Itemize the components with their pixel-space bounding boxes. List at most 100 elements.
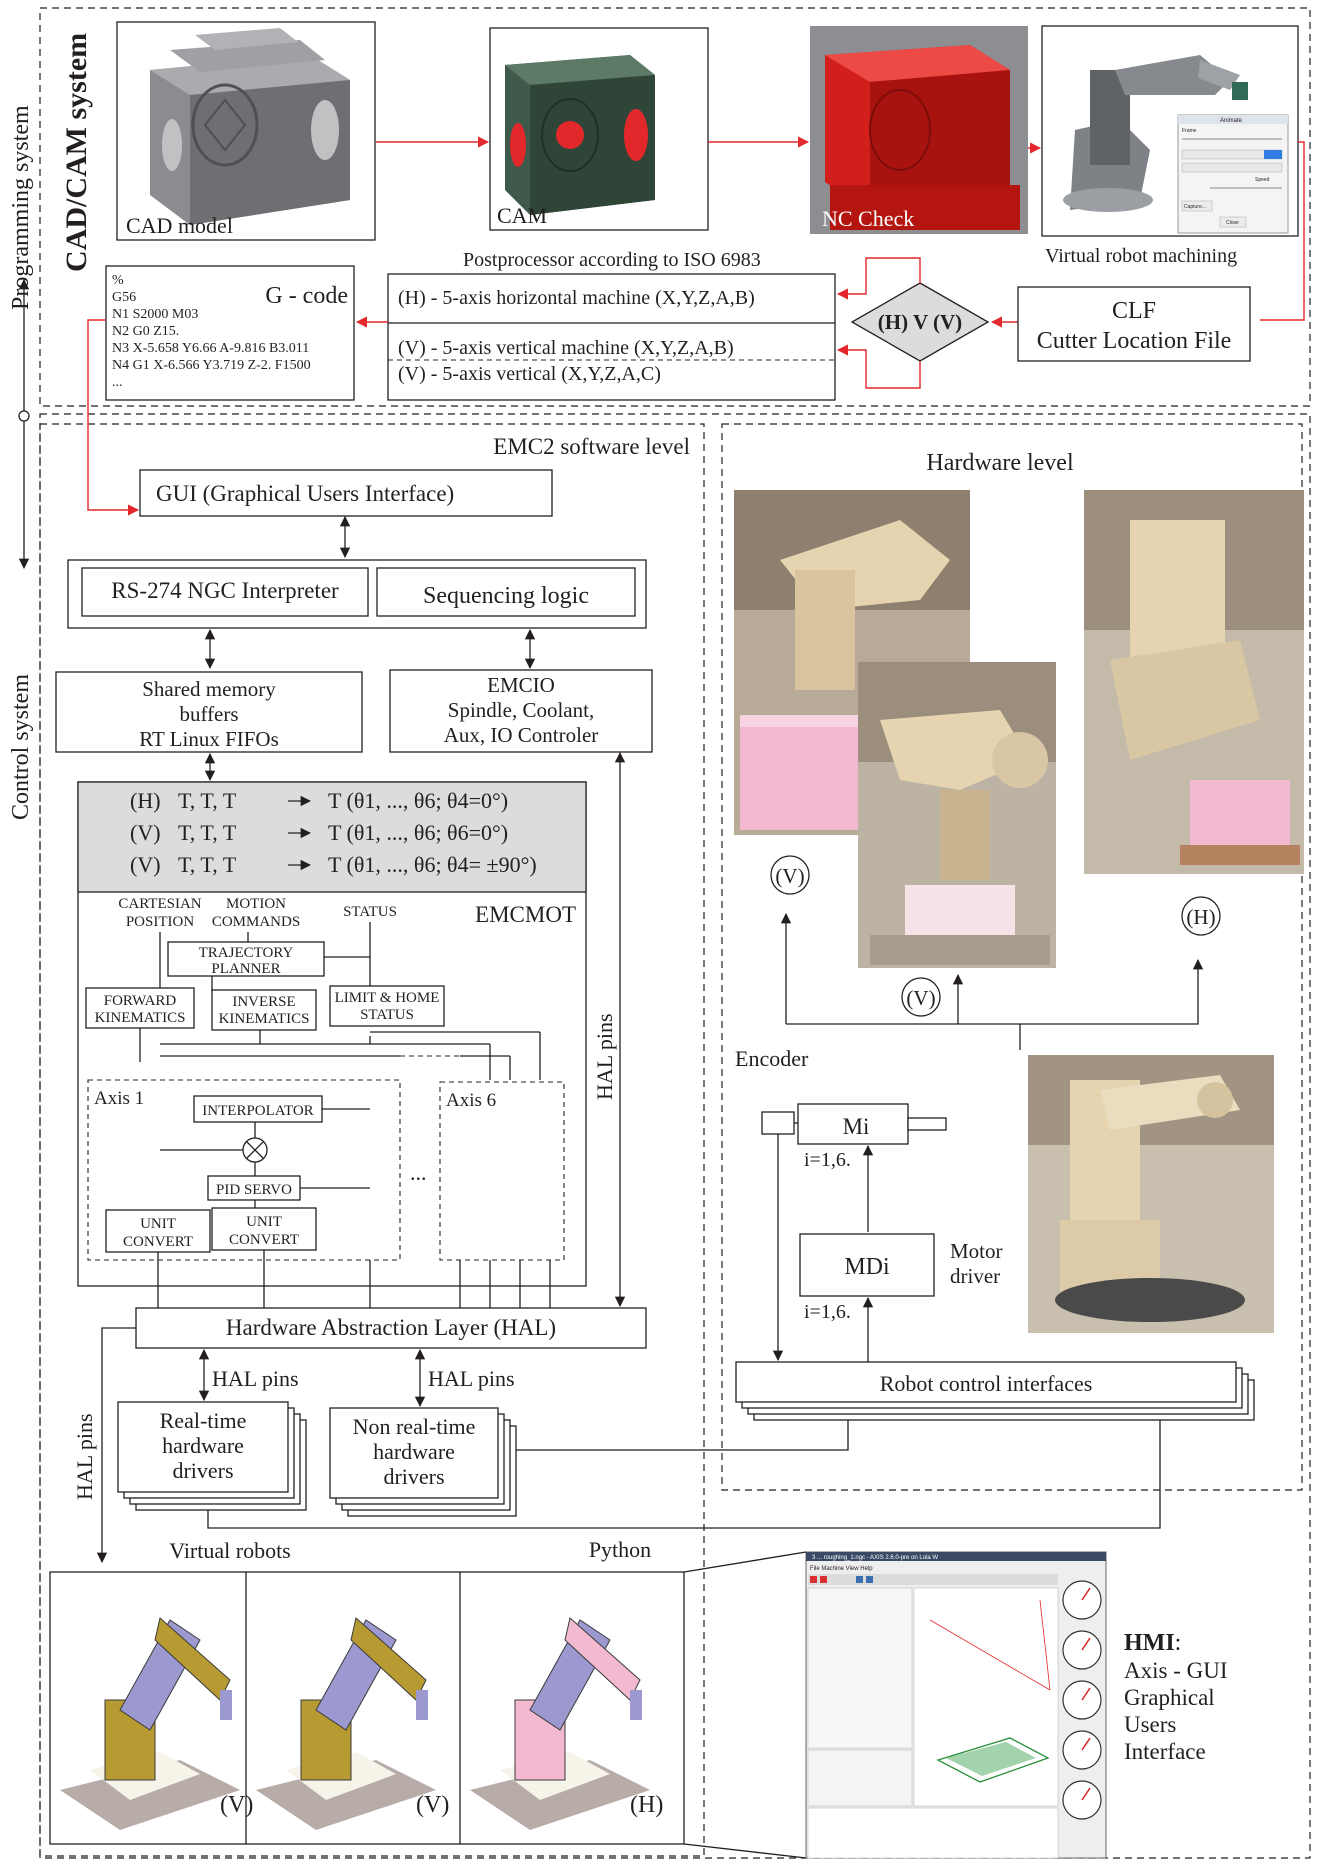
kin-mode: (V) [130, 852, 161, 877]
forward-line-1: FORWARD [104, 993, 177, 1009]
photo-robot-horizontal [1084, 490, 1304, 874]
axis-window-title: 3 ... roughing_1.ngc - AXIS 2.6.0-pre on… [812, 1555, 938, 1561]
motor-driver-line-2: driver [950, 1264, 1000, 1288]
hal-label: Hardware Abstraction Layer (HAL) [226, 1315, 556, 1340]
emcio-line-2: Spindle, Coolant, [448, 698, 594, 722]
nrt-line-2: hardware [373, 1439, 455, 1464]
animate-close-label: Close [1226, 220, 1239, 226]
shm-line-3: RT Linux FIFOs [139, 727, 279, 751]
unit-left-1: UNIT [140, 1216, 176, 1232]
inverse-line-2: KINEMATICS [219, 1011, 310, 1027]
photo-robot-vertical-2 [858, 662, 1056, 968]
gui-label: GUI (Graphical Users Interface) [156, 481, 454, 506]
kin-mode: (V) [130, 820, 161, 845]
nccheck-label: NC Check [822, 206, 914, 231]
tag-h-photo-label: (H) [1186, 905, 1215, 929]
encoder-label: Encoder [735, 1046, 809, 1071]
nrt-line-3: drivers [383, 1464, 444, 1489]
limit-line-1: LIMIT & HOME [335, 990, 440, 1006]
animate-capture-label: Capture... [1184, 204, 1206, 210]
kin-transform: T, T, T [178, 788, 237, 813]
unit-right-2: CONVERT [229, 1232, 299, 1248]
hal-pins-left: HAL pins [72, 1413, 97, 1500]
hal-pins-vertical: HAL pins [592, 1013, 617, 1100]
nrt-line-1: Non real-time [353, 1414, 476, 1439]
shared-memory-box: Shared memory buffers RT Linux FIFOs [56, 672, 362, 752]
cartesian-label-1: CARTESIAN [118, 896, 201, 912]
kin-result: T (θ1, ..., θ6; θ4= ±90°) [328, 852, 537, 877]
photo-robot-real [1028, 1055, 1274, 1333]
cartesian-label-2: POSITION [126, 914, 195, 930]
gcode-line: N3 X-5.658 Y6.66 A-9.816 B3.011 [112, 341, 309, 356]
cadcam-title: CAD/CAM system [60, 33, 93, 272]
hmi-line-4: Interface [1124, 1739, 1206, 1764]
rt-line-2: hardware [162, 1433, 244, 1458]
kin-mode: (H) [130, 788, 161, 813]
cad-model-panel: CAD model [117, 22, 375, 240]
animate-dialog-frame: Frame [1182, 128, 1197, 134]
gcode-line: ... [112, 375, 123, 390]
axis-mdi-panel[interactable] [808, 1750, 912, 1806]
hmi-line-3: Users [1124, 1712, 1176, 1737]
animate-dialog: Animate Frame Speed Capture... Close [1178, 115, 1288, 233]
limit-home-status: LIMIT & HOME STATUS [330, 986, 444, 1026]
motion-label-2: COMMANDS [212, 914, 300, 930]
axis-menu[interactable]: File Machine View Help [810, 1566, 873, 1572]
decision-label: (H) V (V) [878, 310, 962, 334]
hardware-title: Hardware level [926, 450, 1074, 476]
clf-title: CLF [1112, 298, 1156, 324]
emcio-line-3: Aux, IO Controler [444, 723, 599, 747]
hmi-title: HMI: [1124, 1630, 1181, 1656]
trajectory-line-2: PLANNER [211, 961, 280, 977]
gcode-line: N1 S2000 M03 [112, 307, 198, 322]
emcio-line-1: EMCIO [487, 673, 555, 697]
axis-ellipsis: ... [410, 1160, 427, 1185]
rt-line-1: Real-time [160, 1408, 247, 1433]
timeline-node [19, 411, 29, 421]
tag-v-photo-label: (V) [775, 864, 804, 888]
post-vertical-1: (V) - 5-axis vertical machine (X,Y,Z,A,B… [398, 337, 734, 359]
tag-v-mid-label: (V) [906, 986, 935, 1010]
postprocessor-box: (H) - 5-axis horizontal machine (X,Y,Z,A… [388, 274, 835, 400]
arrow-decision-to-h [838, 258, 920, 294]
gcode-line: G56 [112, 290, 136, 305]
motor-driver-line-1: Motor [950, 1239, 1003, 1263]
cam-label: CAM [497, 203, 547, 228]
pid-label: PID SERVO [216, 1182, 292, 1198]
mdi-index: i=1,6. [804, 1301, 851, 1323]
virtual-robots-panel: (V)(V)(H) [50, 1572, 684, 1844]
virtual-machining-label: Virtual robot machining [1045, 245, 1237, 267]
unit-left-2: CONVERT [123, 1234, 193, 1250]
axis-gui-screenshot: 3 ... roughing_1.ngc - AXIS 2.6.0-pre on… [806, 1552, 1106, 1858]
robot-interfaces-label: Robot control interfaces [880, 1371, 1093, 1396]
shm-line-2: buffers [179, 702, 238, 726]
nrt-drivers-stack: Non real-time hardware drivers [330, 1408, 516, 1516]
sequencing-label: Sequencing logic [423, 583, 589, 609]
axis-gcode-list[interactable] [808, 1808, 1058, 1858]
kin-transform: T, T, T [178, 820, 237, 845]
nccheck-panel: NC Check [810, 26, 1028, 234]
forward-line-2: KINEMATICS [95, 1010, 186, 1026]
interpolator-label: INTERPOLATOR [202, 1103, 313, 1119]
trajectory-line-1: TRAJECTORY [199, 945, 294, 961]
axis-left-panel[interactable] [808, 1588, 912, 1748]
inverse-kinematics: INVERSE KINEMATICS [212, 990, 316, 1030]
forward-kinematics: FORWARD KINEMATICS [86, 988, 194, 1028]
axis6-label: Axis 6 [446, 1090, 496, 1111]
kin-result: T (θ1, ..., θ6; θ6=0°) [328, 820, 508, 845]
emc2-title: EMC2 software level [493, 434, 690, 459]
axis-toolbar[interactable] [808, 1574, 1058, 1585]
mdi-label: MDi [844, 1254, 890, 1280]
gcode-line: N4 G1 X-6.566 Y3.719 Z-2. F1500 [112, 358, 311, 373]
motor-mi: Mi [762, 1104, 946, 1144]
status-label: STATUS [343, 904, 397, 920]
hal-pins-nrt: HAL pins [428, 1366, 515, 1391]
postprocessor-title: Postprocessor according to ISO 6983 [463, 249, 761, 271]
gui-box: GUI (Graphical Users Interface) [140, 470, 552, 516]
gcode-box: G - code %G56N1 S2000 M03N2 G0 Z15.N3 X-… [106, 266, 354, 400]
machine-decision: (H) V (V) [852, 283, 988, 361]
shm-line-1: Shared memory [142, 677, 276, 701]
hal-box: Hardware Abstraction Layer (HAL) [136, 1308, 646, 1348]
